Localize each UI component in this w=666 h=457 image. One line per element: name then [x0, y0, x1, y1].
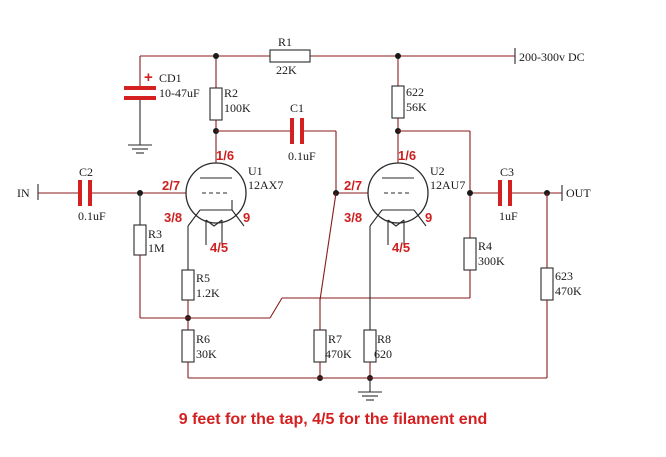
u1-pin-plate: 1/6	[216, 148, 234, 163]
u2-pin-filament: 4/5	[392, 240, 410, 255]
r6-value: 30K	[196, 347, 217, 361]
cd1-value: 10-47uF	[159, 86, 200, 100]
r5-ref: R5	[196, 271, 210, 285]
r622-value: 56K	[406, 100, 427, 114]
r622-ref: 622	[406, 85, 424, 99]
r7-ref: R7	[328, 332, 342, 346]
c1-value: 0.1uF	[288, 149, 316, 163]
caption: 9 feet for the tap, 4/5 for the filament…	[178, 411, 488, 428]
r8-ref: R8	[377, 332, 391, 346]
resistor-r8: R8 620	[363, 226, 392, 381]
tube-u2: 1/6 2/7 3/8 9 4/5 U2 12AU7	[333, 148, 465, 255]
c2-value: 0.1uF	[78, 209, 106, 223]
capacitor-c1: C1 0.1uF	[216, 101, 337, 193]
r623-value: 470K	[555, 284, 582, 298]
capacitor-c3: C3 1uF	[498, 165, 563, 223]
u1-pin-tap: 9	[243, 210, 250, 225]
resistor-622: 622 56K	[391, 53, 427, 170]
resistor-r2: R2 100K	[209, 53, 251, 170]
r623-ref: 623	[555, 269, 573, 283]
r4-ref: R4	[478, 239, 492, 253]
resistor-r3: R3 1M	[133, 193, 165, 318]
u1-pin-filament: 4/5	[210, 240, 228, 255]
u2-plate-wiring	[398, 130, 498, 238]
u2-pin-tap: 9	[425, 210, 432, 225]
supply-label: 200-300v DC	[519, 50, 585, 64]
cd1-polarity: +	[144, 69, 153, 86]
c3-value: 1uF	[499, 209, 518, 223]
u2-pin-cathode: 3/8	[344, 210, 362, 225]
feedback-wire	[140, 297, 470, 319]
supply-rail	[140, 48, 516, 64]
resistor-r1: R1 22K	[269, 35, 311, 77]
output-label: OUT	[566, 186, 591, 200]
r6-ref: R6	[196, 332, 210, 346]
u1-pin-grid: 2/7	[162, 178, 180, 193]
resistor-r6: R6 30K	[181, 329, 217, 378]
resistor-r5: R5 1.2K	[181, 226, 220, 330]
r8-value: 620	[374, 347, 392, 361]
r3-value: 1M	[148, 241, 165, 255]
ground-rail	[188, 377, 547, 401]
r1-value: 22K	[276, 63, 297, 77]
c1-ref: C1	[290, 101, 304, 115]
r4-value: 300K	[478, 254, 505, 268]
r3-ref: R3	[148, 227, 162, 241]
r7-value: 470K	[325, 347, 352, 361]
c3-ref: C3	[500, 165, 514, 179]
u1-ref: U1	[248, 164, 263, 178]
u1-pin-cathode: 3/8	[164, 210, 182, 225]
u2-type: 12AU7	[430, 178, 465, 192]
tube-u1: 1/6 2/7 3/8 9 4/5 U1 12AX7	[162, 148, 283, 255]
r1-ref: R1	[278, 35, 292, 49]
c2-ref: C2	[79, 165, 93, 179]
u1-type: 12AX7	[248, 178, 283, 192]
cd1-ref: CD1	[159, 71, 182, 85]
r2-ref: R2	[224, 86, 238, 100]
resistor-623: 623 470K	[540, 193, 582, 378]
resistor-r4: R4 300K	[463, 237, 505, 298]
r2-value: 100K	[224, 101, 251, 115]
resistor-r7: R7 470K	[313, 192, 352, 381]
capacitor-cd1: + CD1 10-47uF	[124, 56, 200, 154]
r5-value: 1.2K	[196, 286, 220, 300]
input-label: IN	[17, 186, 30, 200]
u2-pin-grid: 2/7	[344, 178, 362, 193]
u2-ref: U2	[430, 164, 445, 178]
u2-pin-plate: 1/6	[398, 148, 416, 163]
